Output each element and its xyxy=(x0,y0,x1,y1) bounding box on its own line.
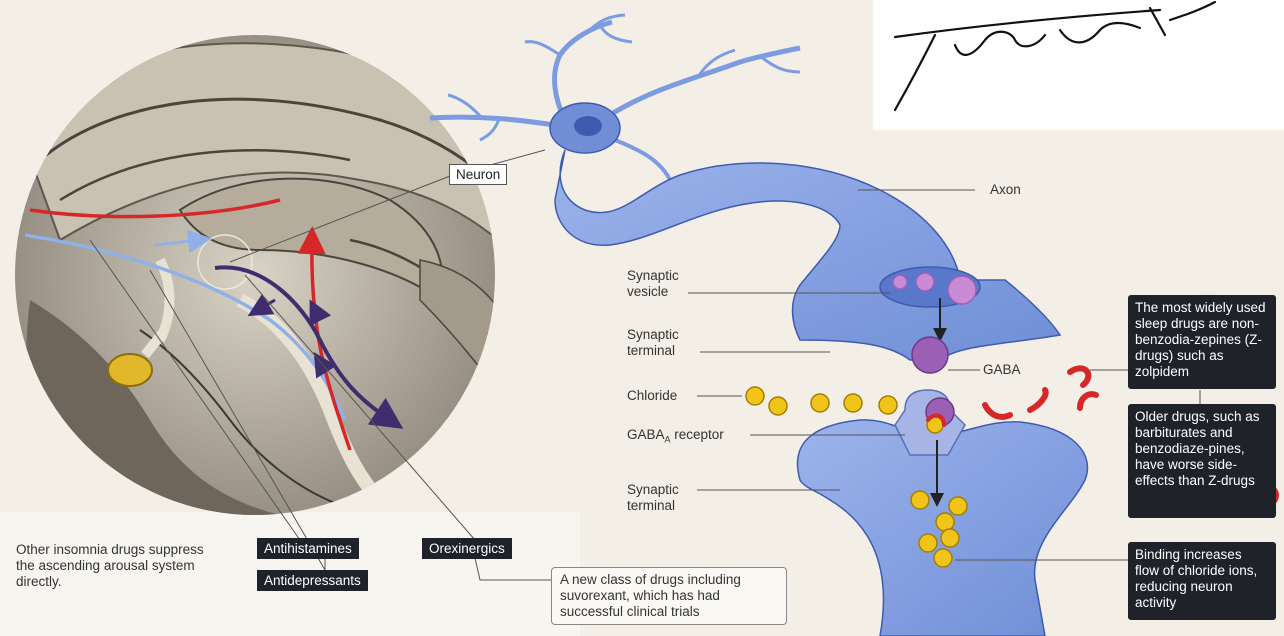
chloride-label: Chloride xyxy=(627,388,677,404)
chloride-ion xyxy=(769,397,787,415)
chloride-ion xyxy=(844,394,862,412)
chloride-ion xyxy=(879,396,897,414)
chloride-ion xyxy=(811,394,829,412)
axon-label: Axon xyxy=(990,182,1021,198)
synaptic-vesicle-label: Synaptic vesicle xyxy=(627,268,679,300)
synaptic-terminal-bottom-label: Synaptic terminal xyxy=(627,482,679,514)
synaptic-terminal-top-label: Synaptic terminal xyxy=(627,327,679,359)
chloride-ion xyxy=(911,491,929,509)
orexinergics-tag: Orexinergics xyxy=(422,538,512,559)
chloride-ion xyxy=(936,513,954,531)
gaba-receptor-suffix: receptor xyxy=(671,427,724,442)
antidepressants-tag: Antidepressants xyxy=(257,570,368,591)
chloride-ion xyxy=(746,387,764,405)
drug-molecule xyxy=(1070,368,1088,385)
new-class-note: A new class of drugs including suvorexan… xyxy=(551,567,787,625)
binding-callout: Binding increases flow of chloride ions,… xyxy=(1128,542,1276,620)
other-drugs-text: Other insomnia drugs suppress the ascend… xyxy=(16,542,206,590)
chloride-ion xyxy=(941,529,959,547)
gaba-receptor-text: GABA xyxy=(627,427,665,442)
gaba-receptor-label: GABAA receptor xyxy=(627,427,724,448)
drug-molecule xyxy=(1030,390,1046,410)
neuron-label: Neuron xyxy=(449,164,507,185)
older-drugs-callout: Older drugs, such as barbiturates and be… xyxy=(1128,404,1276,518)
brain-section-illustration xyxy=(15,35,520,515)
chloride-ion xyxy=(919,534,937,552)
signature-box xyxy=(873,0,1284,130)
antihistamines-tag: Antihistamines xyxy=(257,538,359,559)
drug-molecule xyxy=(985,405,1010,417)
drug-molecule xyxy=(1080,394,1096,408)
chloride-ion xyxy=(949,497,967,515)
chloride-ion xyxy=(934,549,952,567)
gaba-label: GABA xyxy=(983,362,1021,378)
zdrug-callout: The most widely used sleep drugs are non… xyxy=(1128,295,1276,389)
